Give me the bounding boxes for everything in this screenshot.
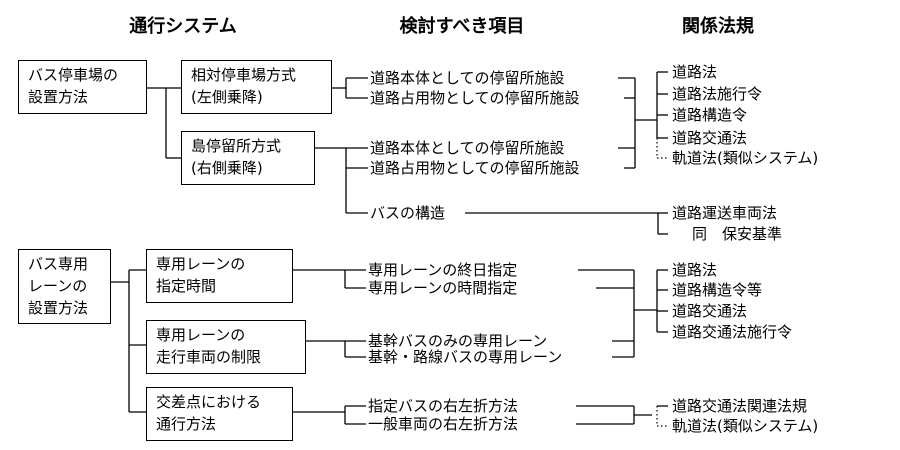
law-tramway-act: 軌道法(類似システム) [670,148,821,168]
system-box-lane-time-line1: 専用レーンの [156,255,246,273]
item-opposite-road-body: 道路本体としての停留所施設 [368,68,567,88]
header-laws: 関係法規 [682,16,754,37]
system-box-lane-time: 専用レーンの 指定時間 [146,249,293,303]
root-box-bus-stop: バス停車場の 設置方法 [18,60,147,114]
system-box-opposite-stop-line1: 相対停車場方式 [191,66,297,84]
root-box-bus-lane-line2: レーンの [28,277,88,295]
root-box-bus-stop-line2: 設置方法 [28,88,89,106]
law-road-structure-order-etc: 道路構造令等 [670,280,765,300]
law-road-act-enforcement-order: 道路法施行令 [670,84,765,104]
system-box-opposite-stop: 相対停車場方式 (左側乗降) [181,60,332,114]
item-general-vehicle-turning: 一般車両の右左折方法 [366,414,521,434]
system-box-island-stop-line2: (右側乗降) [191,159,263,177]
law-road-act: 道路法 [670,62,720,82]
system-box-island-stop: 島停留所方式 (右側乗降) [181,131,315,185]
header-system: 通行システム [129,16,237,37]
item-lane-time-specified: 専用レーンの時間指定 [366,278,520,298]
header-items: 検討すべき項目 [399,16,525,37]
law-road-traffic-related: 道路交通法関連法規 [670,396,810,416]
root-box-bus-lane-line1: バス専用 [28,255,89,273]
item-lane-trunk-and-route-bus: 基幹・路線バスの専用レーン [366,347,565,367]
system-box-lane-vehicles-line1: 専用レーンの [156,326,246,344]
law-road-structure-order: 道路構造令 [670,105,750,125]
law-road-traffic-act-enforcement-order: 道路交通法施行令 [670,322,795,342]
system-box-island-stop-line1: 島停留所方式 [191,137,282,155]
law-road-act-2: 道路法 [670,260,720,280]
system-box-intersection: 交差点における 通行方法 [146,387,293,441]
law-safety-standards: 同 保安基準 [690,224,785,244]
system-box-lane-vehicles-line2: 走行車両の制限 [156,348,262,366]
system-box-intersection-line2: 通行方法 [156,415,217,433]
system-box-lane-time-line2: 指定時間 [156,277,217,295]
item-opposite-road-occupancy: 道路占用物としての停留所施設 [368,88,582,108]
law-road-traffic-act: 道路交通法 [670,128,750,148]
system-box-lane-vehicles: 専用レーンの 走行車両の制限 [146,320,306,374]
system-box-opposite-stop-line2: (左側乗降) [191,88,263,106]
item-island-road-body: 道路本体としての停留所施設 [368,138,567,158]
root-box-bus-stop-line1: バス停車場の [28,66,119,84]
item-lane-all-day: 専用レーンの終日指定 [366,260,520,280]
law-road-transport-vehicle-act: 道路運送車両法 [670,203,780,223]
law-tramway-act-2: 軌道法(類似システム) [670,416,821,436]
item-bus-structure: バスの構造 [368,203,448,223]
item-island-road-occupancy: 道路占用物としての停留所施設 [368,158,582,178]
law-road-traffic-act-2: 道路交通法 [670,301,750,321]
item-lane-trunk-bus-only: 基幹バスのみの専用レーン [366,331,550,351]
system-box-intersection-line1: 交差点における [156,393,262,411]
root-box-bus-lane-line3: 設置方法 [28,299,89,317]
item-designated-bus-turning: 指定バスの右左折方法 [366,396,521,416]
root-box-bus-lane: バス専用 レーンの 設置方法 [18,249,111,324]
